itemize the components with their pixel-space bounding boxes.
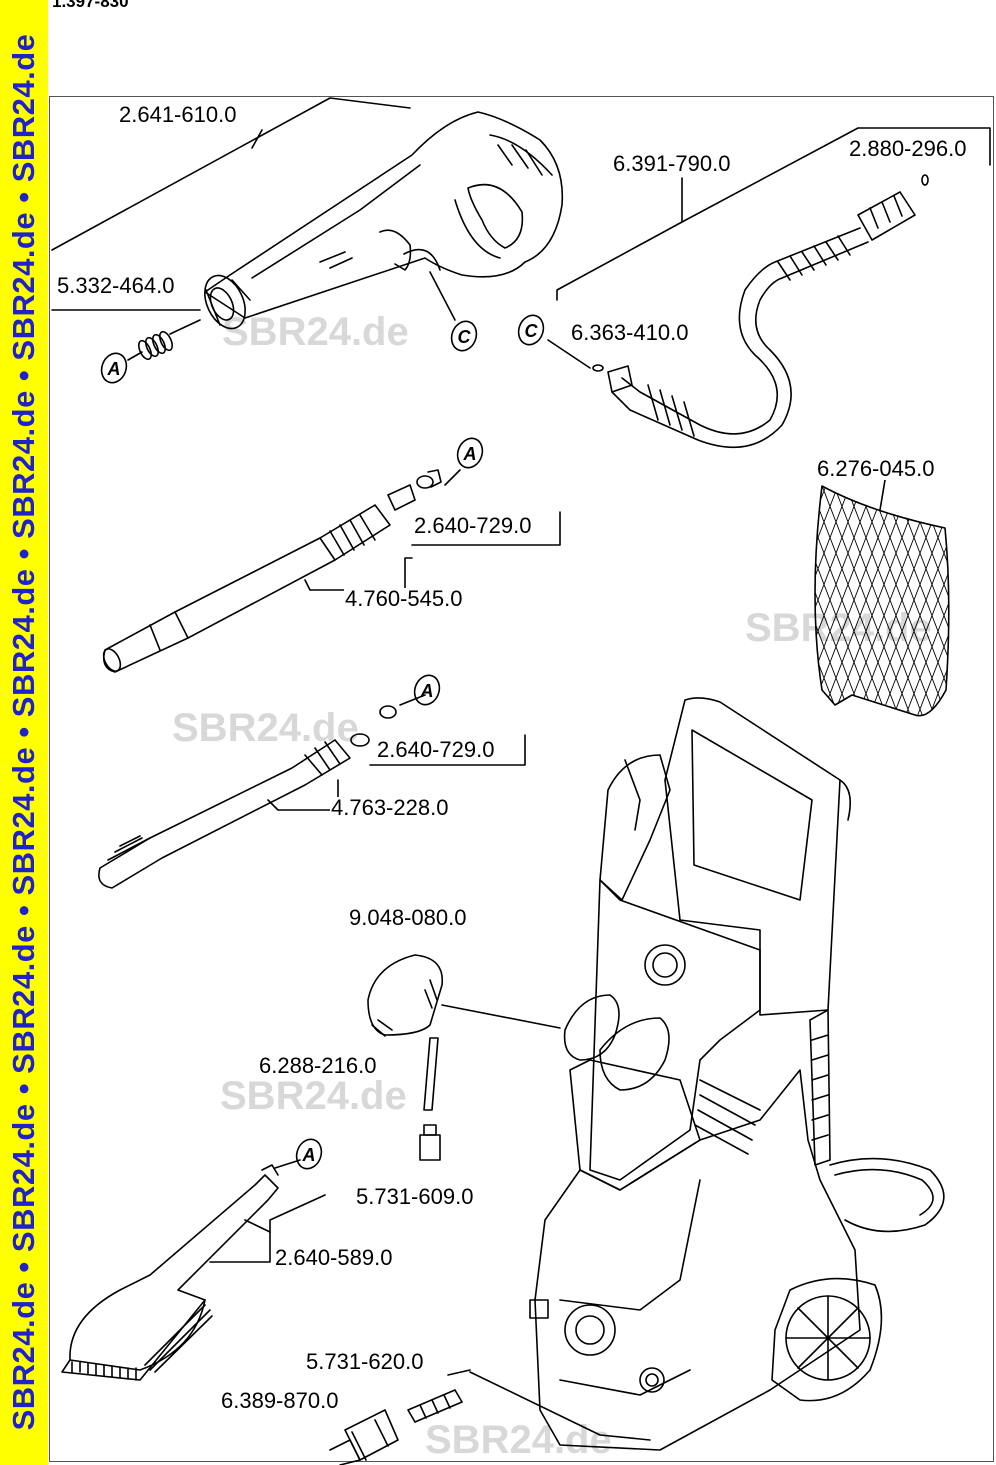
callout-c: C [458,327,472,347]
part-label: 5.731-609.0 [355,1184,475,1209]
callout-a: A [420,681,434,701]
lance-dirt-blaster [98,694,526,889]
part-label: 5.731-620.0 [305,1349,425,1374]
part-label: 9.048-080.0 [348,905,468,930]
part-label: 2.640-729.0 [376,737,496,762]
part-label: 2.880-296.0 [848,136,968,161]
part-label: 6.389-870.0 [220,1388,340,1413]
part-label: 5.332-464.0 [56,273,176,298]
document-number: 1.397-830 [52,0,129,11]
wash-brush [61,1159,326,1381]
callout-markers [100,314,545,1170]
part-label: 6.391-790.0 [612,151,732,176]
part-label: 2.641-610.0 [118,102,238,127]
part-label: 2.640-729.0 [413,513,533,538]
part-label: 6.288-216.0 [258,1053,378,1078]
cap-and-nozzle [367,954,561,1161]
high-pressure-hose [592,174,929,448]
callout-a: A [107,359,121,379]
callout-a: A [302,1145,316,1165]
callout-c: C [525,321,539,341]
part-label: 2.640-589.0 [274,1245,394,1270]
watermark: SBR24.de [172,706,359,750]
spray-gun [204,111,564,330]
filter-net [814,485,950,717]
part-label: 4.763-228.0 [330,795,450,820]
watermark: SBR24.de [220,1074,407,1118]
leader-lines [51,97,991,511]
part-label: 6.363-410.0 [570,320,690,345]
callout-a: A [463,444,477,464]
pressure-washer-body [529,697,945,1451]
watermark: SBR24.de [222,310,409,354]
part-label: 4.760-545.0 [344,586,464,611]
side-banner: SBR24.de • SBR24.de • SBR24.de • SBR24.d… [0,0,48,1465]
hose-connectors [329,1369,651,1465]
spring [138,330,173,361]
lance-vario [102,469,561,673]
watermark: SBR24.de [425,1418,612,1462]
part-label: 6.276-045.0 [816,456,936,481]
drawing-frame [49,96,994,1462]
